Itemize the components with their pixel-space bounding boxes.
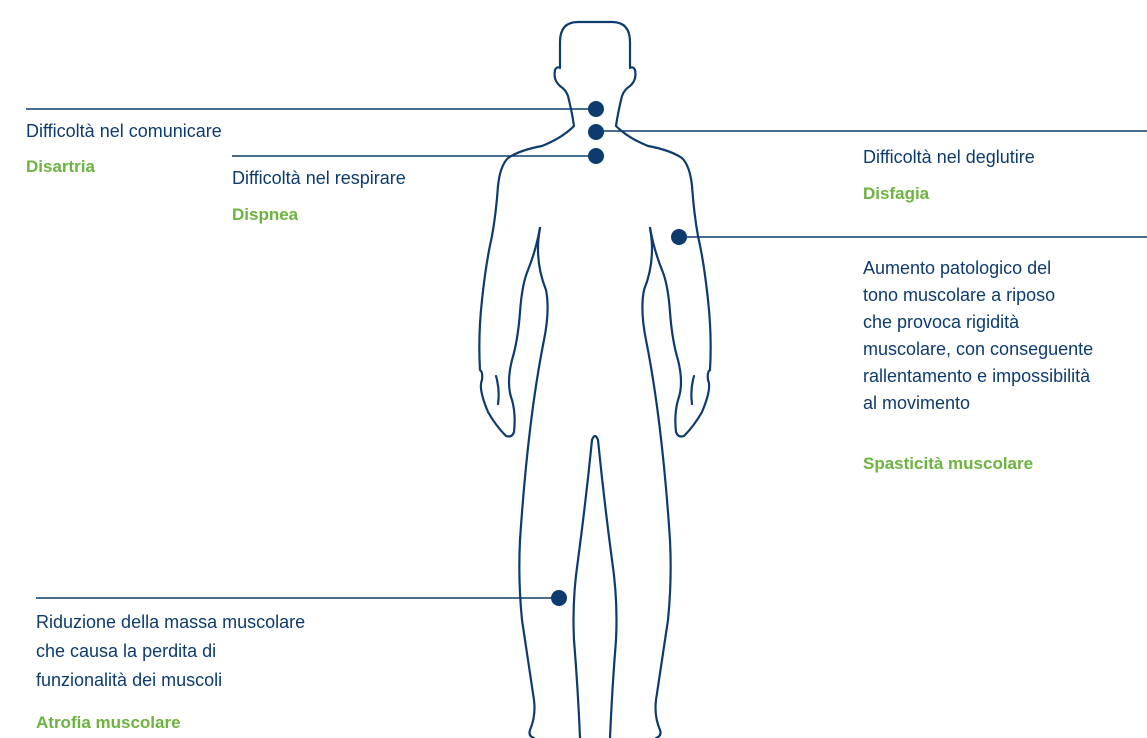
atrofia-line-1: Riduzione della massa muscolare (36, 608, 305, 637)
spasticita-line-4: muscolare, con conseguente (863, 336, 1093, 363)
marker-disartria (588, 101, 604, 117)
atrofia-description: Riduzione della massa muscolare che caus… (36, 608, 305, 695)
spasticita-line-6: al movimento (863, 390, 1093, 417)
disfagia-term: Disfagia (863, 184, 929, 204)
atrofia-line-2: che causa la perdita di (36, 637, 305, 666)
head-outline (479, 22, 578, 437)
spasticita-description: Aumento patologico del tono muscolare a … (863, 255, 1093, 417)
inner-right-leg (598, 440, 617, 738)
spasticita-line-2: tono muscolare a riposo (863, 282, 1093, 309)
dispnea-description: Difficoltà nel respirare (232, 166, 406, 191)
inner-left-leg (574, 440, 593, 738)
dispnea-term: Dispnea (232, 205, 298, 225)
atrofia-line-3: funzionalità dei muscoli (36, 666, 305, 695)
left-leg-outline (519, 228, 547, 738)
disartria-term: Disartria (26, 157, 95, 177)
disfagia-description: Difficoltà nel deglutire (863, 145, 1035, 170)
marker-dispnea (588, 148, 604, 164)
marker-disfagia (588, 124, 604, 140)
spasticita-line-5: rallentamento e impossibilità (863, 363, 1093, 390)
disartria-description: Difficoltà nel comunicare (26, 119, 222, 144)
spasticita-term: Spasticità muscolare (863, 454, 1033, 474)
right-inner-arm (691, 376, 694, 404)
atrofia-term: Atrofia muscolare (36, 713, 181, 733)
marker-atrofia (551, 590, 567, 606)
head-outline-right (578, 22, 711, 437)
markers (551, 101, 687, 606)
spasticita-line-1: Aumento patologico del (863, 255, 1093, 282)
marker-spasticita (671, 229, 687, 245)
crotch (592, 436, 598, 440)
left-inner-arm (496, 376, 499, 404)
right-leg-outline (642, 228, 670, 738)
spasticita-line-3: che provoca rigidità (863, 309, 1093, 336)
